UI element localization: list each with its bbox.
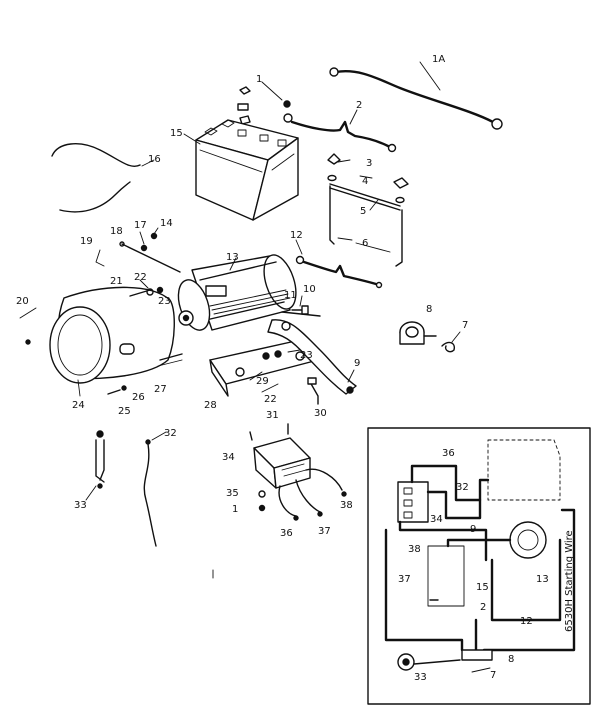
- bolts-10-11-30: [291, 295, 319, 405]
- inset-callout-15: 15: [476, 582, 489, 593]
- inset-callout-34: 34: [430, 514, 443, 525]
- callout-13: 13: [226, 252, 239, 263]
- wire-32: [143, 431, 167, 547]
- callout-3: 3: [366, 158, 372, 169]
- battery-holddown-3-6: [327, 153, 409, 267]
- callout-1b: 1: [232, 504, 238, 515]
- callout-labels: 1 1A 2 3 4 5 6 7 8 9 10 11 12 13 14 15 1…: [16, 54, 468, 539]
- inset-callout-9: 9: [470, 524, 476, 535]
- callout-17: 17: [134, 220, 147, 231]
- inset-callout-13: 13: [536, 574, 549, 585]
- inset-callout-8: 8: [508, 654, 514, 665]
- callout-30: 30: [314, 408, 327, 419]
- belt-guard-24: [19, 286, 175, 397]
- callout-12: 12: [290, 230, 303, 241]
- callout-8: 8: [426, 304, 432, 315]
- callout-29: 29: [256, 376, 269, 387]
- inset-callout-36: 36: [442, 448, 455, 459]
- callout-25: 25: [118, 406, 131, 417]
- callout-23b: 23: [300, 350, 313, 361]
- hardware-25-27: [107, 353, 183, 395]
- callout-5: 5: [360, 206, 366, 217]
- callout-23a: 23: [158, 296, 171, 307]
- battery-terminal-hardware: [237, 81, 293, 125]
- cable-1a: [329, 61, 503, 130]
- callout-34: 34: [222, 452, 235, 463]
- inset-callout-2: 2: [480, 602, 486, 613]
- inset-callout-33: 33: [414, 672, 427, 683]
- starting-wire-label: 6530H Starting Wire: [564, 530, 575, 632]
- callout-37: 37: [318, 526, 331, 537]
- callout-10: 10: [303, 284, 316, 295]
- callout-16: 16: [148, 154, 161, 165]
- inset-callout-12: 12: [520, 616, 533, 627]
- callout-2: 2: [356, 100, 362, 111]
- callout-1a: 1A: [432, 54, 445, 65]
- wiring-inset: 36 32 34 9 38 13 15 37 2 12 8 33 7 6530H…: [367, 427, 591, 705]
- battery-15: [183, 119, 299, 221]
- callout-36: 36: [280, 528, 293, 539]
- mounting-bracket-28: [209, 339, 319, 397]
- callout-24: 24: [72, 400, 85, 411]
- regulator-34: [249, 423, 347, 521]
- hardware-14-19: [95, 227, 181, 273]
- callout-21: 21: [110, 276, 123, 287]
- callout-7: 7: [462, 320, 468, 331]
- callout-18: 18: [110, 226, 123, 237]
- callout-22b: 22: [264, 394, 277, 405]
- callout-27: 27: [154, 384, 167, 395]
- callout-33: 33: [74, 500, 87, 511]
- inset-callout-32: 32: [456, 482, 469, 493]
- callout-1: 1: [256, 74, 262, 85]
- callout-9: 9: [354, 358, 360, 369]
- callout-32: 32: [164, 428, 177, 439]
- callout-20: 20: [16, 296, 29, 307]
- callout-15: 15: [170, 128, 183, 139]
- cable-12: [295, 239, 383, 289]
- callout-26: 26: [132, 392, 145, 403]
- callout-19: 19: [80, 236, 93, 247]
- cable-2: [290, 109, 397, 153]
- callout-6: 6: [362, 238, 368, 249]
- callout-14: 14: [160, 218, 173, 229]
- callout-38: 38: [340, 500, 353, 511]
- hardware-21-23: [129, 279, 164, 297]
- generator-13: [177, 254, 297, 331]
- callout-35: 35: [226, 488, 239, 499]
- inset-callout-7: 7: [490, 670, 496, 681]
- plug-33: [85, 430, 105, 501]
- callout-22a: 22: [134, 272, 147, 283]
- inset-callout-38: 38: [408, 544, 421, 555]
- switch-8: [399, 321, 461, 353]
- callout-11: 11: [284, 290, 297, 301]
- callout-31: 31: [266, 410, 279, 421]
- callout-4: 4: [362, 176, 368, 187]
- adjusting-arm-9: [267, 311, 357, 395]
- inset-callout-37: 37: [398, 574, 411, 585]
- callout-28: 28: [204, 400, 217, 411]
- wire-16: [51, 143, 155, 213]
